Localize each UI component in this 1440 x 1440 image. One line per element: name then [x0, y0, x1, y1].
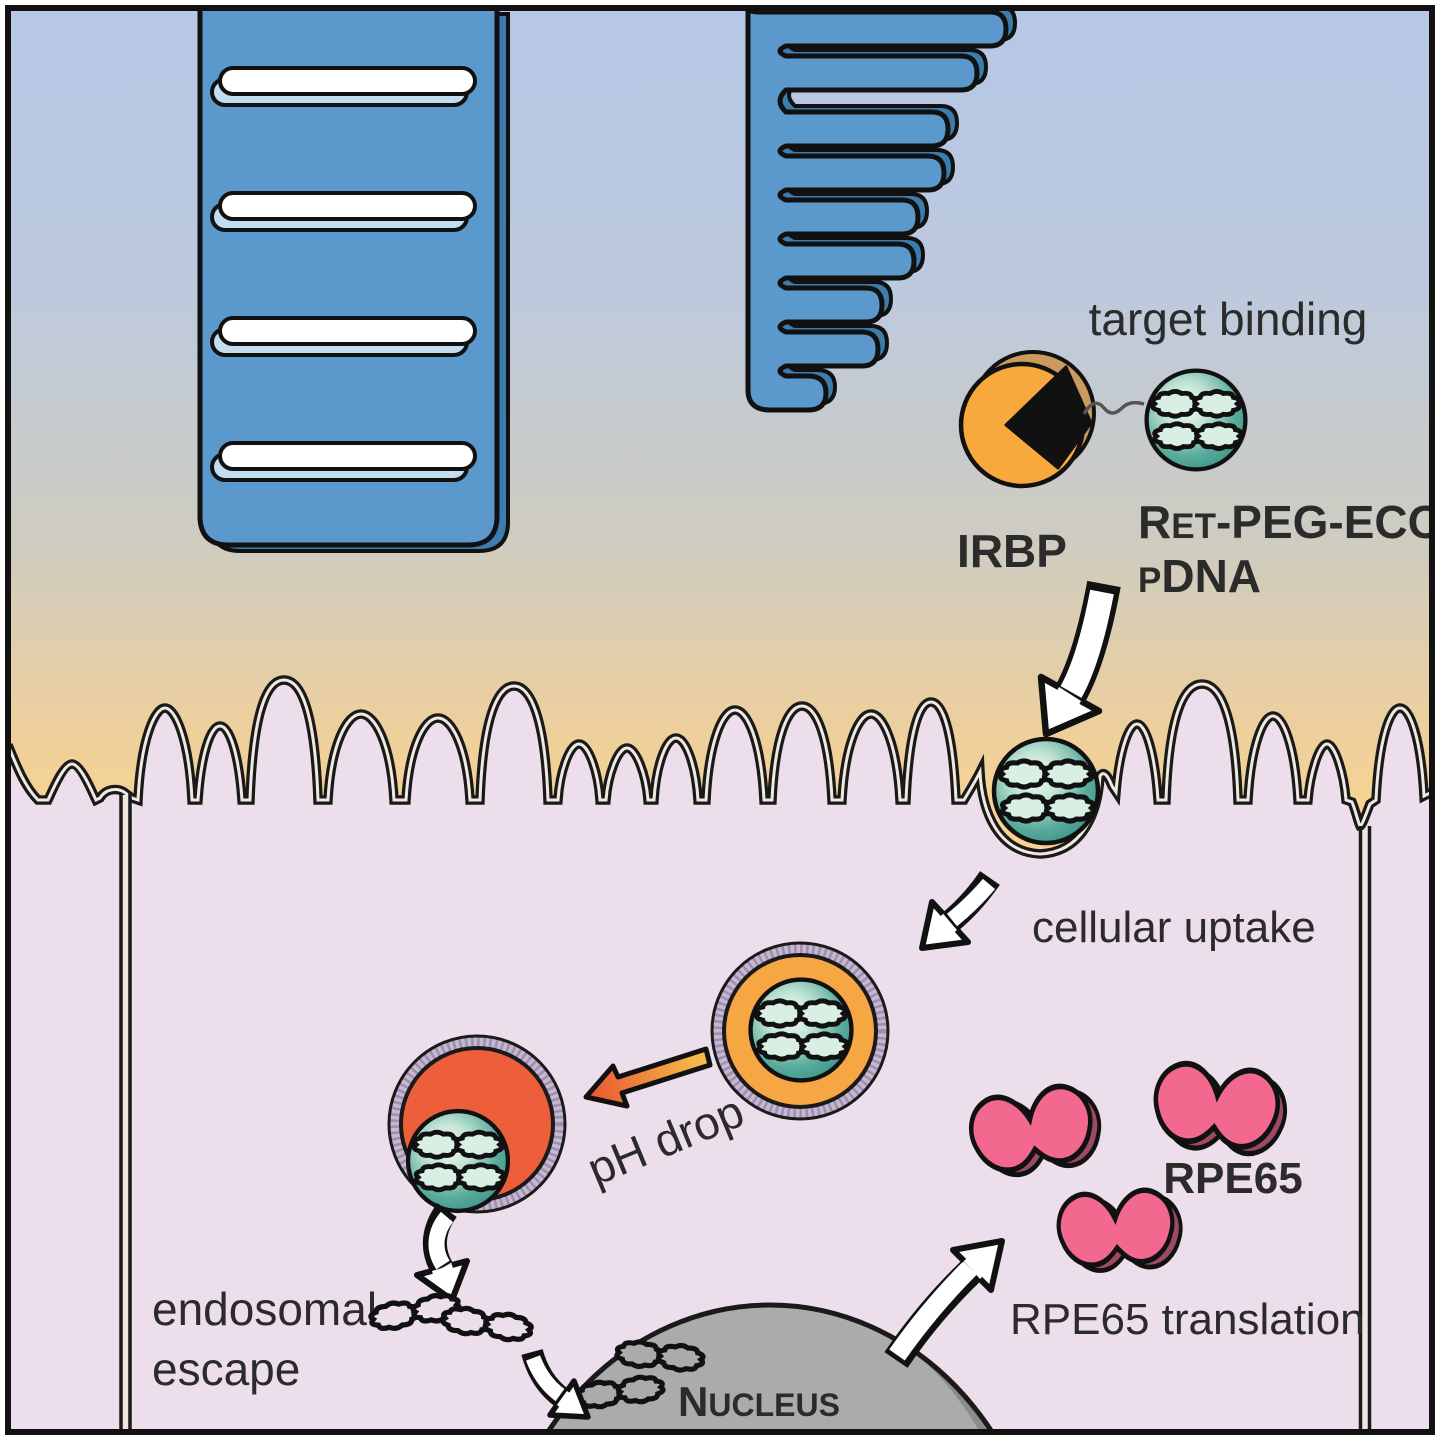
- nanoparticle-icon-escaping: [408, 1111, 508, 1211]
- cell-junction-right: [1358, 826, 1372, 1429]
- peg-tether-line: [1082, 400, 1145, 415]
- label-vector-r: R: [1138, 496, 1171, 548]
- nanoparticle-icon-free: [1147, 371, 1246, 470]
- disc-slots: [210, 66, 477, 482]
- label-rpe65: RPE65: [1163, 1154, 1302, 1203]
- arrow-to-membrane: [1037, 580, 1121, 738]
- label-nucleus: NUCLEUS: [678, 1378, 840, 1425]
- nucleus: NUCLEUS: [495, 1302, 1045, 1429]
- label-vector-rest: -PEG-ECO/: [1216, 496, 1440, 548]
- figure-frame: [5, 5, 1435, 1435]
- cell-junction-left: [119, 793, 132, 1429]
- label-endosomal: endosomal: [152, 1283, 377, 1335]
- label-target-binding: target binding: [1089, 293, 1368, 345]
- arrow-into-nucleus: [521, 1348, 591, 1420]
- label-cellular-uptake: cellular uptake: [1032, 903, 1316, 952]
- label-vector-et: ET: [1171, 507, 1216, 546]
- irbp-protein-icon: [958, 350, 1096, 489]
- label-vector-p: P: [1138, 561, 1161, 600]
- label-nucleus-initial: N: [678, 1378, 708, 1425]
- label-escape: escape: [152, 1343, 300, 1395]
- nanoparticle-icon-at-membrane: [994, 739, 1098, 843]
- label-vector-line1: RET-PEG-ECO/: [1138, 496, 1440, 548]
- arrow-cellular-uptake: [919, 871, 1000, 951]
- photoreceptor-comb: [745, 11, 1018, 413]
- irbp-binding-pocket: [1004, 365, 1093, 470]
- label-vector-line2: PDNA: [1138, 550, 1261, 602]
- label-nucleus-rest: UCLEUS: [708, 1387, 840, 1423]
- label-rpe65-translation: RPE65 translation: [1010, 1295, 1365, 1344]
- label-irbp: IRBP: [957, 525, 1067, 577]
- arrow-rpe65-translation: [884, 1238, 1005, 1368]
- photoreceptor-disc-stack: [197, 11, 510, 553]
- cell-membrane-highlight: [11, 678, 1429, 856]
- endosome-acidified-icon: [387, 1034, 567, 1212]
- endosome-early-icon: [710, 941, 890, 1121]
- arrow-ph-drop: [583, 1046, 713, 1109]
- label-vector-dna: DNA: [1161, 550, 1261, 602]
